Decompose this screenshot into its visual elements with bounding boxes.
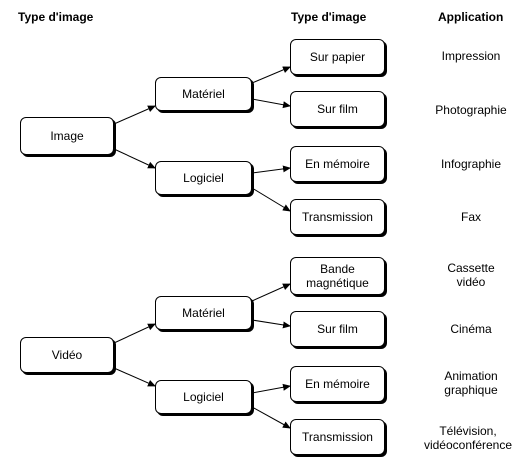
arrow-video-to-logiciel bbox=[113, 367, 156, 387]
node-image-materiel: Matériel bbox=[155, 77, 252, 111]
arrow-image-to-logiciel bbox=[113, 148, 156, 169]
app-impression: Impression bbox=[441, 49, 501, 63]
node-image-en-memoire: En mémoire bbox=[290, 146, 385, 182]
arrow-logiciel-to-en-memoire bbox=[251, 383, 291, 394]
app-cassette-video: Cassette vidéo bbox=[447, 261, 495, 289]
node-image-logiciel: Logiciel bbox=[155, 161, 252, 195]
node-video-en-memoire: En mémoire bbox=[290, 366, 385, 402]
node-video-sur-film: Sur film bbox=[290, 311, 385, 347]
node-image: Image bbox=[20, 117, 114, 155]
arrow-materiel-to-sur-papier bbox=[251, 66, 291, 84]
node-video-logiciel: Logiciel bbox=[155, 380, 252, 414]
arrow-image-to-materiel bbox=[113, 105, 156, 125]
arrow-materiel-to-bande bbox=[251, 283, 291, 302]
app-animation-graphique: Animation graphique bbox=[444, 369, 498, 397]
node-video-transmission: Transmission bbox=[290, 419, 385, 455]
arrow-materiel-to-sur-film bbox=[251, 319, 291, 329]
node-video-bande-magnetique: Bande magnétique bbox=[290, 257, 385, 295]
node-video-materiel: Matériel bbox=[155, 296, 252, 330]
node-image-sur-film: Sur film bbox=[290, 91, 385, 127]
arrow-video-to-materiel bbox=[113, 323, 156, 344]
arrow-logiciel-to-transmission bbox=[251, 406, 291, 429]
arrow-logiciel-to-en-memoire bbox=[251, 165, 291, 174]
app-photographie: Photographie bbox=[435, 103, 507, 117]
arrow-logiciel-to-transmission bbox=[251, 187, 291, 212]
app-fax: Fax bbox=[460, 210, 481, 224]
app-cinema: Cinéma bbox=[450, 322, 492, 336]
header-type-image: Type d'image bbox=[18, 10, 94, 24]
header-type-image-2: Type d'image bbox=[291, 10, 367, 24]
node-video: Vidéo bbox=[20, 337, 114, 373]
header-application: Application bbox=[438, 10, 504, 24]
app-infographie: Infographie bbox=[440, 157, 502, 171]
node-image-transmission: Transmission bbox=[290, 199, 385, 235]
node-image-sur-papier: Sur papier bbox=[290, 39, 385, 75]
app-television-videoconference: Télévision, vidéoconférence bbox=[423, 424, 513, 452]
arrow-materiel-to-sur-film bbox=[251, 98, 291, 109]
